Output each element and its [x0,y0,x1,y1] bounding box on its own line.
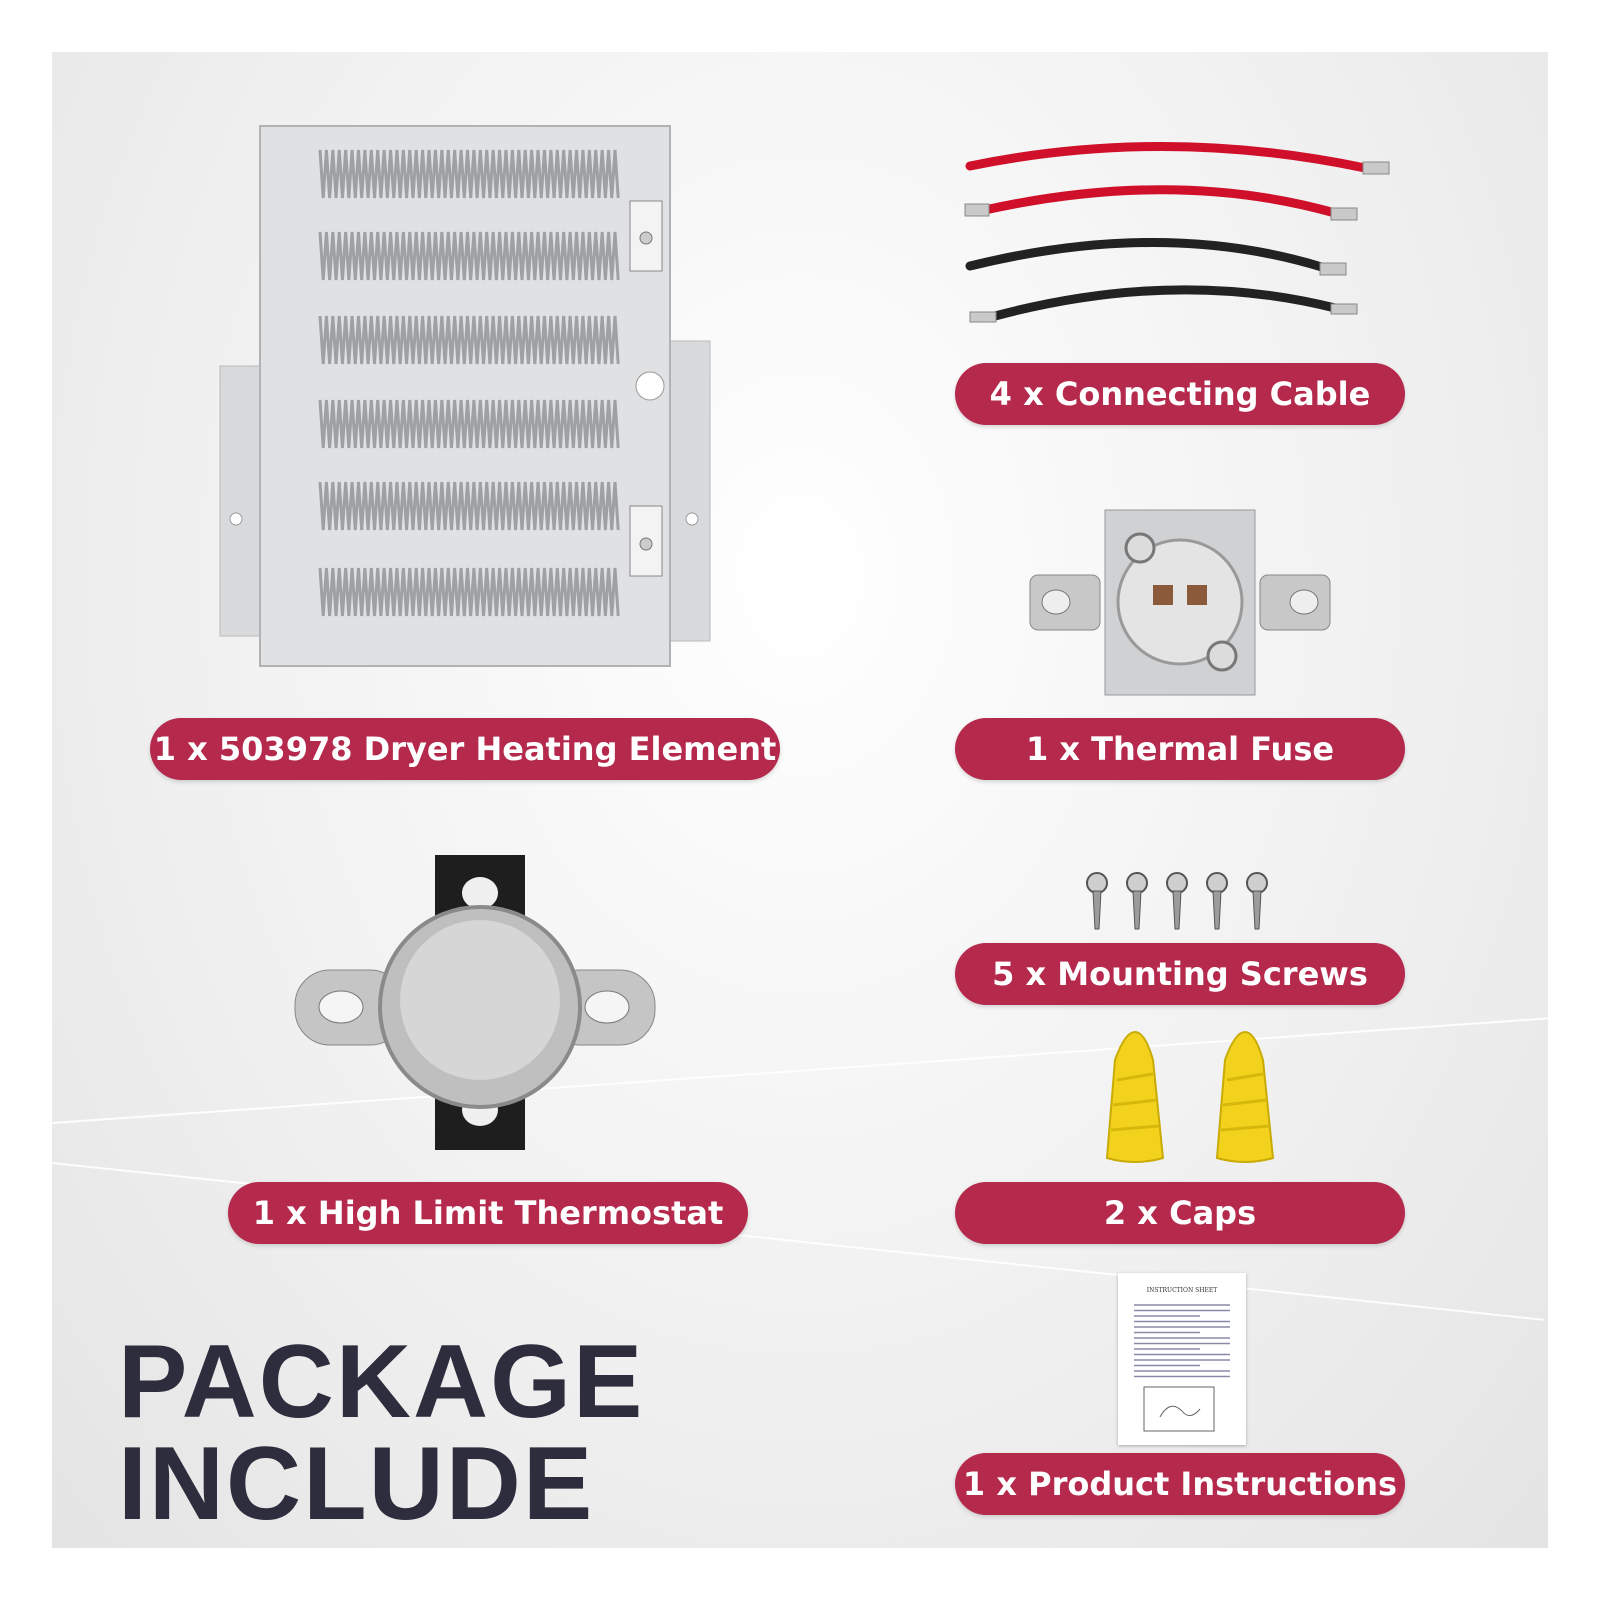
mounting-screws-label: 5 x Mounting Screws [955,943,1405,1005]
floor-reflection [52,1017,1548,1124]
thermal-fuse-image [1029,509,1331,696]
caps-label: 2 x Caps [955,1182,1405,1244]
screw-icon [1246,872,1268,930]
high-limit-thermostat-image [294,855,656,1150]
thermal-fuse-label: 1 x Thermal Fuse [955,718,1405,780]
heating-coil [318,567,620,617]
instruction-sheet-lines [1134,1304,1230,1432]
heating-coil [318,149,620,199]
caps-image [1105,1030,1275,1163]
high-limit-thermostat-label: 1 x High Limit Thermostat [228,1182,748,1244]
heating-coil [318,399,620,449]
connecting-cable-label: 4 x Connecting Cable [955,363,1405,425]
headline-line-2: INCLUDE [118,1426,595,1542]
product-instructions-label: 1 x Product Instructions [955,1453,1405,1515]
heating-element-label: 1 x 503978 Dryer Heating Element [150,718,780,780]
heating-element-image [219,125,711,667]
instruction-sheet-title: INSTRUCTION SHEET [1146,1287,1218,1294]
heating-coil [318,481,620,531]
connecting-cables-image [964,141,1390,323]
screw-icon [1086,872,1108,930]
heating-coil [318,231,620,281]
heating-coil [318,315,620,365]
screw-icon [1206,872,1228,930]
screw-icon [1126,872,1148,930]
headline-line-1: PACKAGE [118,1324,645,1440]
instruction-sheet-image: INSTRUCTION SHEET [1118,1273,1246,1445]
mounting-screws-image [1086,872,1268,930]
screw-icon [1166,872,1188,930]
